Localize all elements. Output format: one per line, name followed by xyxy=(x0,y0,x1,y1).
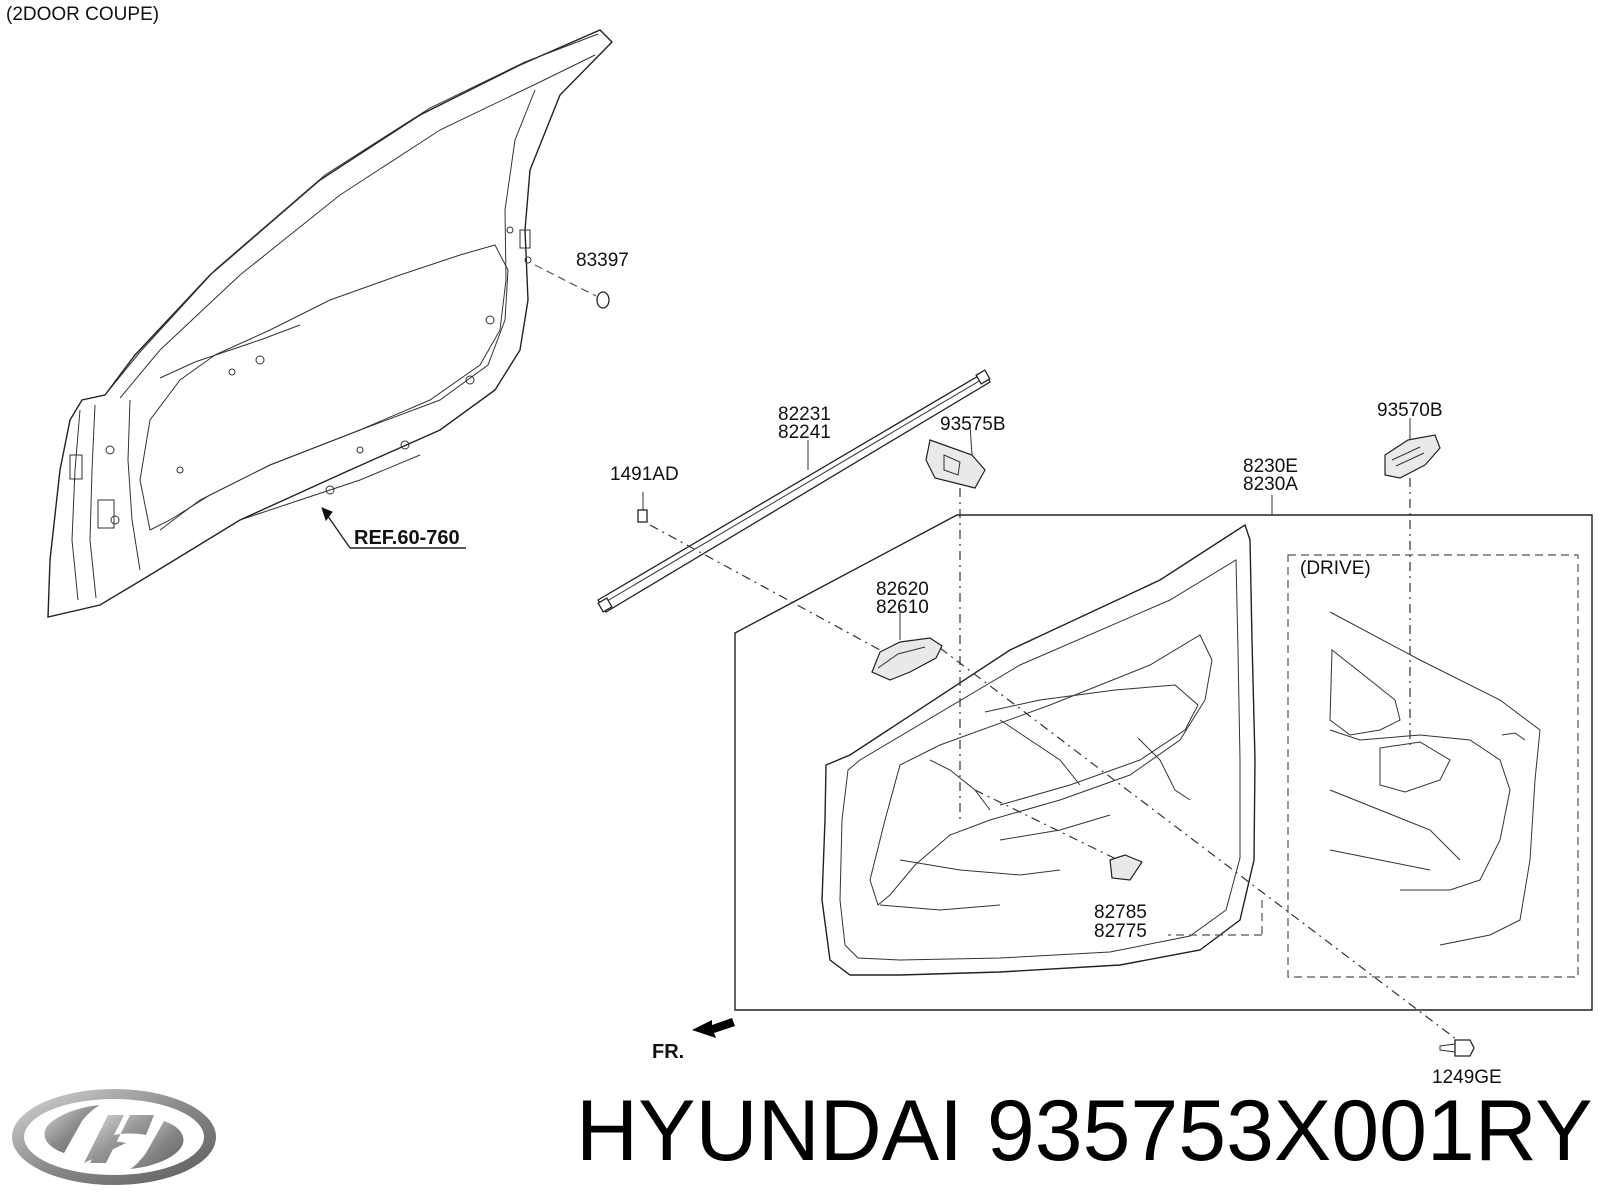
ref-callout xyxy=(321,507,466,549)
belt-weatherstrip xyxy=(597,369,991,613)
drive-label: (DRIVE) xyxy=(1300,558,1371,579)
part-label-82241: 82241 xyxy=(778,422,831,443)
screw-1249ge xyxy=(939,647,1475,1057)
brand-part-title: HYUNDAI 935753X001RY xyxy=(576,1083,1593,1179)
part-label-93570b: 93570B xyxy=(1377,400,1443,421)
switch-93570b xyxy=(1384,418,1441,745)
part-label-1491ad: 1491AD xyxy=(610,464,679,485)
plug-83397 xyxy=(534,264,610,309)
variant-label: (2DOOR COUPE) xyxy=(6,4,159,25)
inside-handle xyxy=(871,612,943,681)
clip-1491ad xyxy=(637,492,881,651)
ref-label: REF.60-760 xyxy=(354,527,460,549)
part-label-83397: 83397 xyxy=(576,250,629,271)
switch-93575b xyxy=(925,424,986,820)
part-label-82775: 82775 xyxy=(1094,921,1147,942)
part-label-82610: 82610 xyxy=(876,597,929,618)
direction-label: FR. xyxy=(652,1041,684,1063)
part-label-93575b: 93575B xyxy=(940,414,1006,435)
door-trim-panel xyxy=(821,523,1256,976)
trim-assembly-box xyxy=(734,495,1593,1011)
door-frame xyxy=(47,29,613,618)
drive-variant-box xyxy=(1287,554,1579,978)
part-label-8230a: 8230A xyxy=(1243,474,1298,495)
part-label-1249ge: 1249GE xyxy=(1432,1067,1502,1088)
part-label-82785: 82785 xyxy=(1094,902,1147,923)
pull-cup xyxy=(974,789,1143,881)
hyundai-logo-icon xyxy=(12,1089,216,1185)
part-label-82620: 82620 xyxy=(876,579,929,600)
part-label-8230e: 8230E xyxy=(1243,456,1298,477)
front-direction-arrow xyxy=(692,1018,735,1038)
part-label-82231: 82231 xyxy=(778,404,831,425)
